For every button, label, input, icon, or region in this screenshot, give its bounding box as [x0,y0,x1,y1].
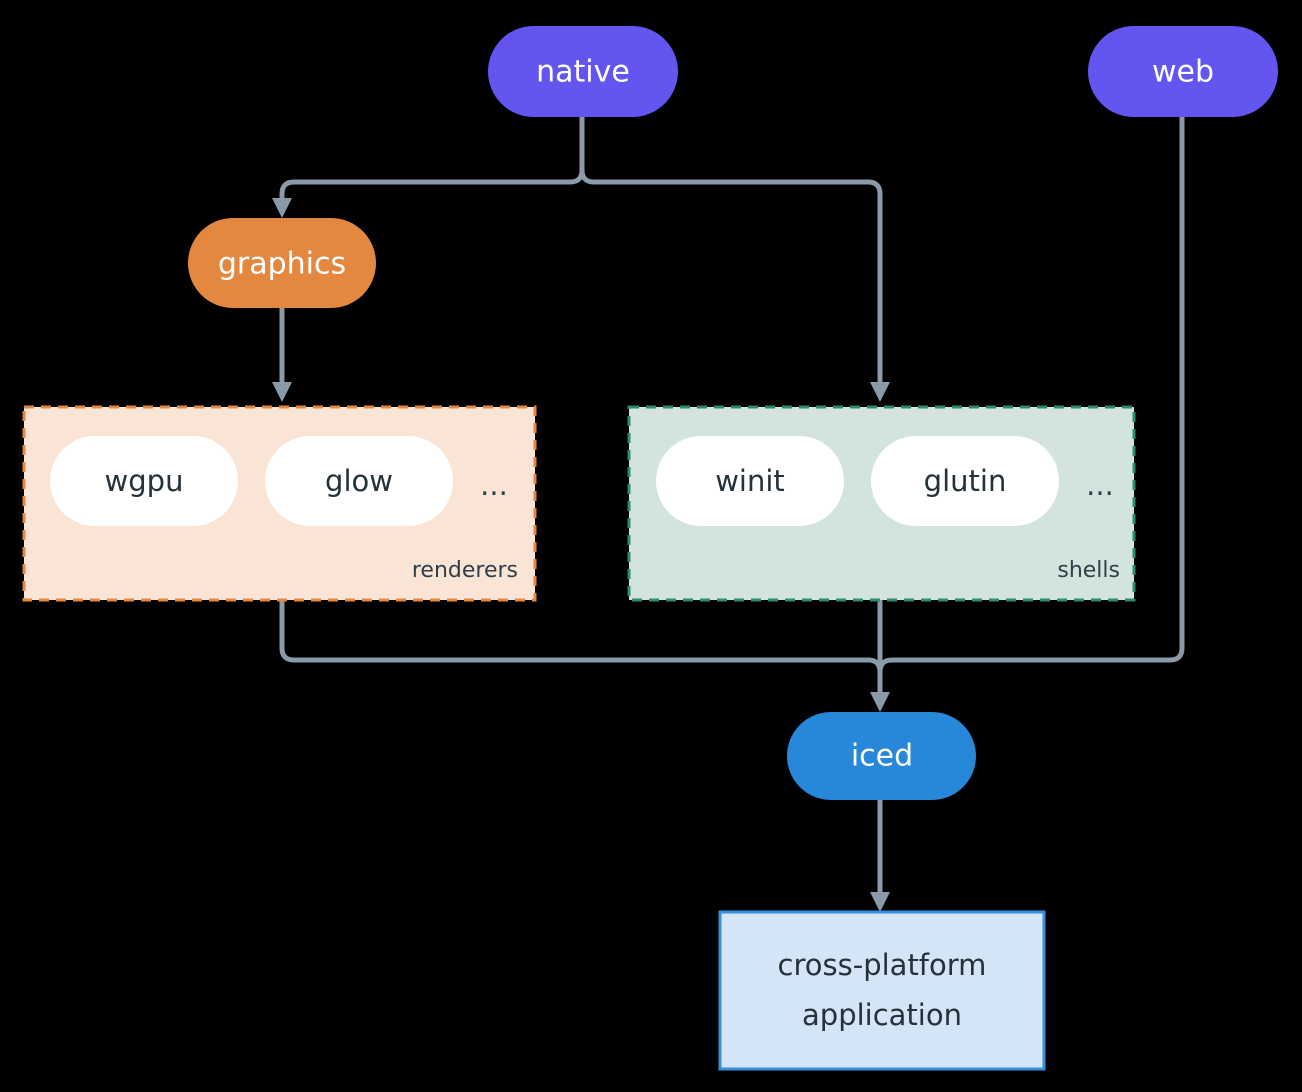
pill-glutin-label: glutin [924,464,1007,498]
node-application-shape [718,910,1046,1071]
node-native[interactable]: native [488,26,678,117]
edge-web-to-iced [877,117,1185,694]
node-web-label: web [1152,55,1214,90]
pill-winit-label: winit [715,464,785,498]
arrowhead-merge-iced [870,692,890,712]
node-iced-label: iced [851,739,913,774]
node-native-shape [488,26,678,117]
pill-wgpu[interactable] [50,436,238,526]
shells-overflow-ellipsis: ... [1086,468,1114,502]
group-renderers[interactable]: wgpu glow ... renderers [22,405,537,602]
pill-glow-label: glow [325,464,393,498]
edge-native-to-shells [579,117,883,385]
edge-native-to-graphics [279,117,585,203]
arrowhead-graphics-renderers [272,382,292,402]
node-native-label: native [536,55,630,90]
edge-layer [272,117,1185,912]
renderers-overflow-ellipsis: ... [480,468,508,502]
node-iced[interactable]: iced [787,712,976,800]
node-web-shape [1088,26,1278,117]
node-application-label-line2: application [802,998,962,1032]
group-shells-caption: shells [1057,558,1120,583]
node-application-label-line1: cross-platform [778,948,987,982]
node-web[interactable]: web [1088,26,1278,117]
arrowhead-native-graphics [272,198,292,218]
group-renderers-caption: renderers [412,558,518,583]
node-application[interactable]: cross-platform application [718,910,1046,1071]
edge-renderers-to-iced [279,600,883,694]
pill-glutin[interactable] [871,436,1059,526]
pill-wgpu-label: wgpu [105,464,184,498]
node-iced-shape [787,712,976,800]
node-graphics-label: graphics [218,247,346,282]
arrowhead-iced-application [870,892,890,912]
node-graphics-shape [188,218,376,308]
pill-winit[interactable] [656,436,844,526]
arrowhead-native-shells [870,382,890,402]
node-graphics[interactable]: graphics [188,218,376,308]
group-shells[interactable]: winit glutin ... shells [627,405,1136,602]
pill-glow[interactable] [265,436,453,526]
